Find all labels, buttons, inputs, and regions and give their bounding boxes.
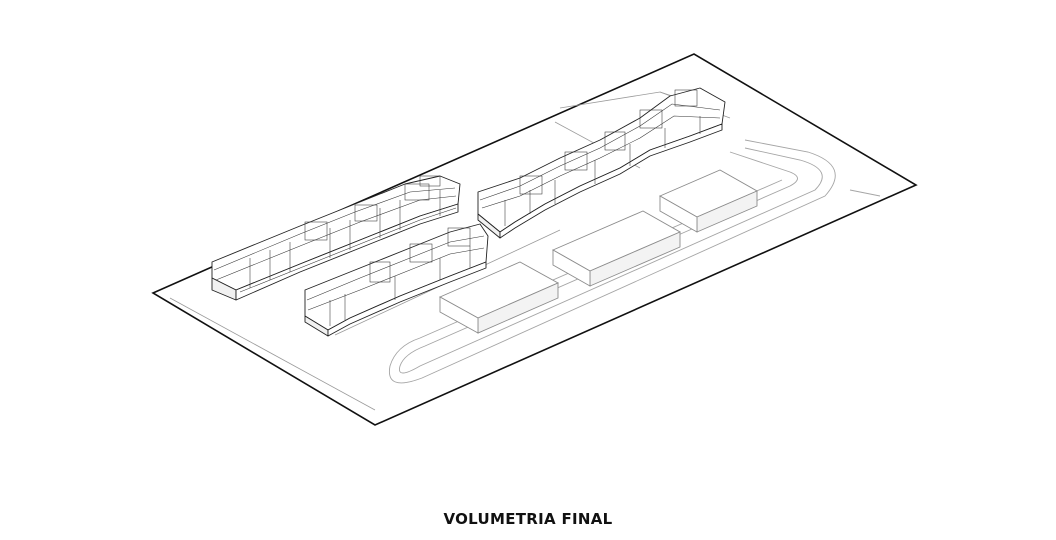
site-boundary: [151, 53, 918, 426]
figure-caption: VOLUMETRIA FINAL: [443, 510, 613, 528]
access-road: [388, 139, 881, 384]
residential-block-a: [211, 175, 461, 301]
warehouse-2: [551, 210, 682, 287]
residential-block-c: [477, 87, 726, 239]
axonometric-site-drawing: [151, 53, 918, 426]
residential-block-b: [304, 223, 489, 337]
warehouse-3: [658, 169, 759, 233]
warehouse-1: [438, 261, 560, 334]
